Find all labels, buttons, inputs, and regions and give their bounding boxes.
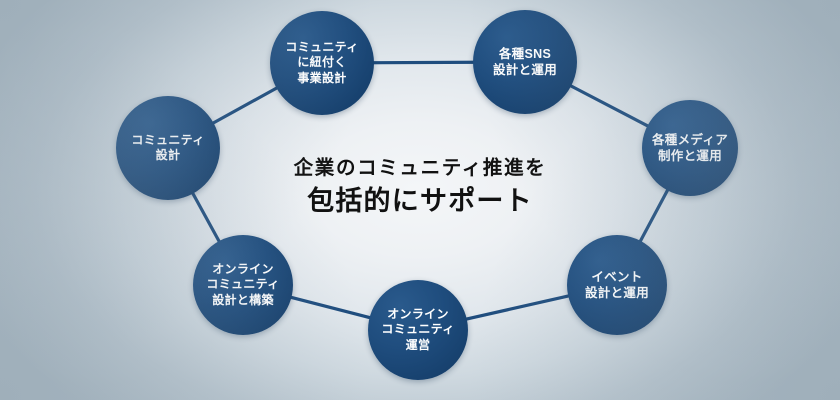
node-label: 各種メディア 制作と運用 xyxy=(651,133,729,163)
node-label: オンライン コミュニティ 運営 xyxy=(381,306,455,352)
node-label: コミュニティ 設計 xyxy=(131,132,205,162)
connector-business-design-linked-to-community-to-sns-design-and-operation xyxy=(366,60,481,65)
node-label: オンライン コミュニティ 設計と構築 xyxy=(206,261,280,307)
connector-online-community-design-and-build-to-community-design xyxy=(188,186,224,249)
center-message-line-2: 包括的にサポート xyxy=(307,186,533,217)
connector-community-design-to-business-design-linked-to-community xyxy=(206,83,284,128)
node-label: コミュニティ に紐付く 事業設計 xyxy=(285,39,359,85)
node-sns-design-and-operation[interactable]: 各種SNS 設計と運用 xyxy=(473,10,577,114)
node-business-design-linked-to-community[interactable]: コミュニティ に紐付く 事業設計 xyxy=(270,11,374,115)
node-label: イベント 設計と運用 xyxy=(584,270,650,300)
connector-sns-design-and-operation-to-media-production-and-operation xyxy=(564,81,655,131)
connector-media-production-and-operation-to-event-design-and-operation xyxy=(636,183,672,248)
node-online-community-design-and-build[interactable]: オンライン コミュニティ 設計と構築 xyxy=(193,235,293,335)
node-online-community-operation[interactable]: オンライン コミュニティ 運営 xyxy=(368,280,468,380)
center-message-line-1: 企業のコミュニティ推進を xyxy=(293,157,547,179)
node-event-design-and-operation[interactable]: イベント 設計と運用 xyxy=(567,235,667,335)
connector-event-design-and-operation-to-online-community-operation xyxy=(459,293,576,322)
node-label: 各種SNS 設計と運用 xyxy=(492,47,558,77)
node-media-production-and-operation[interactable]: 各種メディア 制作と運用 xyxy=(642,100,738,196)
connector-online-community-operation-to-online-community-design-and-build xyxy=(284,294,377,321)
node-community-design[interactable]: コミュニティ 設計 xyxy=(116,96,220,200)
center-message: 企業のコミュニティ推進を 包括的にサポート xyxy=(230,155,610,219)
